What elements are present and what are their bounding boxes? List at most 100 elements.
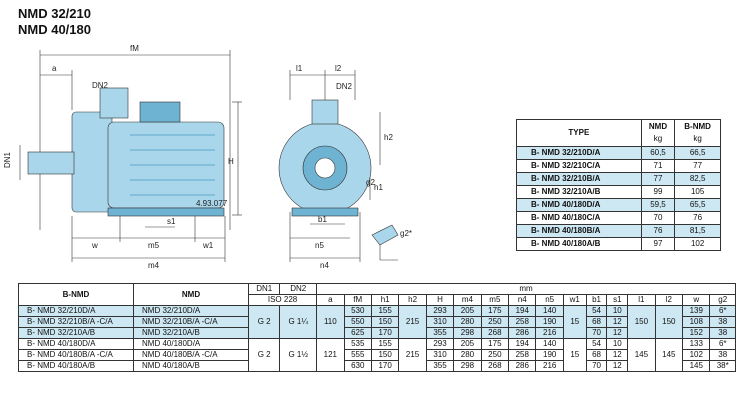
- weight-bnmd-cell: 77: [674, 159, 721, 173]
- weight-type-cell: B- NMD 40/180D/A: [516, 198, 642, 212]
- dim-g2-cell: 6*: [709, 305, 736, 317]
- weight-header-bnmd-unit: kg: [693, 134, 702, 143]
- weight-bnmd-cell: 81,5: [674, 224, 721, 238]
- dim-m4-cell: 205: [453, 305, 482, 317]
- dim-h1-cell: 155: [370, 305, 400, 317]
- dim-column-header: h2: [398, 294, 427, 306]
- dim-b1-cell: 68: [585, 316, 608, 328]
- weight-bnmd-cell: 102: [674, 237, 721, 251]
- dim-n4-cell: 286: [508, 327, 537, 339]
- label-m5: m5: [148, 241, 160, 250]
- dim-g2-cell: 38*: [709, 360, 736, 372]
- dim-nmd-cell: NMD 40/180A/B: [133, 360, 249, 372]
- dim-header-nmd: NMD: [133, 283, 249, 306]
- dim-b1-cell: 68: [585, 349, 608, 361]
- dim-nmd-cell: NMD 40/180D/A: [133, 338, 249, 350]
- dim-bnmd-cell: B- NMD 32/210A/B: [18, 327, 134, 339]
- dim-nmd-cell: NMD 32/210B/A -C/A: [133, 316, 249, 328]
- dim-m5-cell: 268: [480, 360, 510, 372]
- dim-l2-cell: 145: [654, 338, 684, 372]
- dim-w1-cell: 15: [562, 338, 587, 372]
- dim-m4-cell: 280: [453, 316, 482, 328]
- dim-bnmd-cell: B- NMD 32/210D/A: [18, 305, 134, 317]
- weight-bnmd-cell: 76: [674, 211, 721, 225]
- dim-column-header: g2: [709, 294, 736, 306]
- dim-column-header: n5: [535, 294, 564, 306]
- dim-fM-cell: 535: [343, 338, 372, 350]
- dim-s1-cell: 10: [606, 338, 629, 350]
- label-fM: fM: [130, 44, 139, 53]
- dim-m5-cell: 250: [480, 349, 510, 361]
- pump-front-view: [27, 87, 225, 217]
- dim-m5-cell: 175: [480, 305, 510, 317]
- dim-s1-cell: 12: [606, 349, 629, 361]
- dim-column-header: n4: [508, 294, 537, 306]
- weight-type-cell: B- NMD 32/210C/A: [516, 159, 642, 173]
- dim-b1-cell: 54: [585, 338, 608, 350]
- weight-nmd-cell: 99: [640, 185, 676, 199]
- dim-w-cell: 133: [682, 338, 711, 350]
- dim-header-iso: ISO 228: [247, 294, 318, 306]
- dim-nmd-cell: NMD 32/210D/A: [133, 305, 249, 317]
- label-dn2: DN2: [92, 81, 109, 90]
- dim-m4-cell: 298: [453, 327, 482, 339]
- dim-l2-cell: 150: [654, 305, 684, 339]
- dim-dn2-cell: G 1½: [279, 338, 318, 372]
- label-w1: w1: [202, 241, 214, 250]
- dim-b1-cell: 54: [585, 305, 608, 317]
- pump-side-view: [278, 99, 372, 217]
- dim-bnmd-cell: B- NMD 40/180B/A -C/A: [18, 349, 134, 361]
- dim-n5-cell: 190: [535, 316, 564, 328]
- weight-nmd-cell: 97: [640, 237, 676, 251]
- title-line-2: NMD 40/180: [18, 22, 91, 37]
- label-b1: b1: [318, 215, 327, 224]
- dim-a-cell: 110: [316, 305, 345, 339]
- dim-w-cell: 108: [682, 316, 711, 328]
- dim-column-header: H: [425, 294, 455, 306]
- dim-fM-cell: 550: [343, 316, 372, 328]
- label-l1: l1: [296, 64, 303, 73]
- dim-column-header: h1: [370, 294, 400, 306]
- dim-bnmd-cell: B- NMD 32/210B/A -C/A: [18, 316, 134, 328]
- dim-h2-cell: 215: [398, 305, 427, 339]
- dim-w-cell: 139: [682, 305, 711, 317]
- dim-dn2-cell: G 1¼: [279, 305, 318, 339]
- dim-fM-cell: 630: [343, 360, 372, 372]
- label-m4: m4: [148, 261, 160, 270]
- label-H: H: [228, 157, 234, 166]
- dim-w-cell: 145: [682, 360, 711, 372]
- dim-column-header: m5: [480, 294, 510, 306]
- label-s1: s1: [167, 217, 176, 226]
- weight-type-cell: B- NMD 32/210B/A: [516, 172, 642, 186]
- dim-h2-cell: 215: [398, 338, 427, 372]
- label-a: a: [52, 64, 57, 73]
- dim-header-dn1: DN1: [247, 283, 281, 295]
- dim-n5-cell: 216: [535, 327, 564, 339]
- weight-header-nmd-unit: kg: [653, 134, 663, 143]
- dim-l1-cell: 150: [627, 305, 656, 339]
- dim-m5-cell: 250: [480, 316, 510, 328]
- dim-bnmd-cell: B- NMD 40/180D/A: [18, 338, 134, 350]
- dim-m4-cell: 205: [453, 338, 482, 350]
- dim-column-header: m4: [453, 294, 482, 306]
- dim-h1-cell: 150: [370, 316, 400, 328]
- dim-h1-cell: 170: [370, 360, 400, 372]
- dim-m5-cell: 175: [480, 338, 510, 350]
- label-h2: h2: [384, 133, 393, 142]
- label-dn1: DN1: [3, 151, 12, 168]
- dim-s1-cell: 12: [606, 316, 629, 328]
- dim-header-bnmd: B-NMD: [18, 283, 134, 306]
- dimension-table-header-row-1: B-NMD NMD DN1 DN2 mm: [18, 283, 736, 306]
- label-n4: n4: [320, 261, 329, 270]
- label-h1: h1: [374, 183, 383, 192]
